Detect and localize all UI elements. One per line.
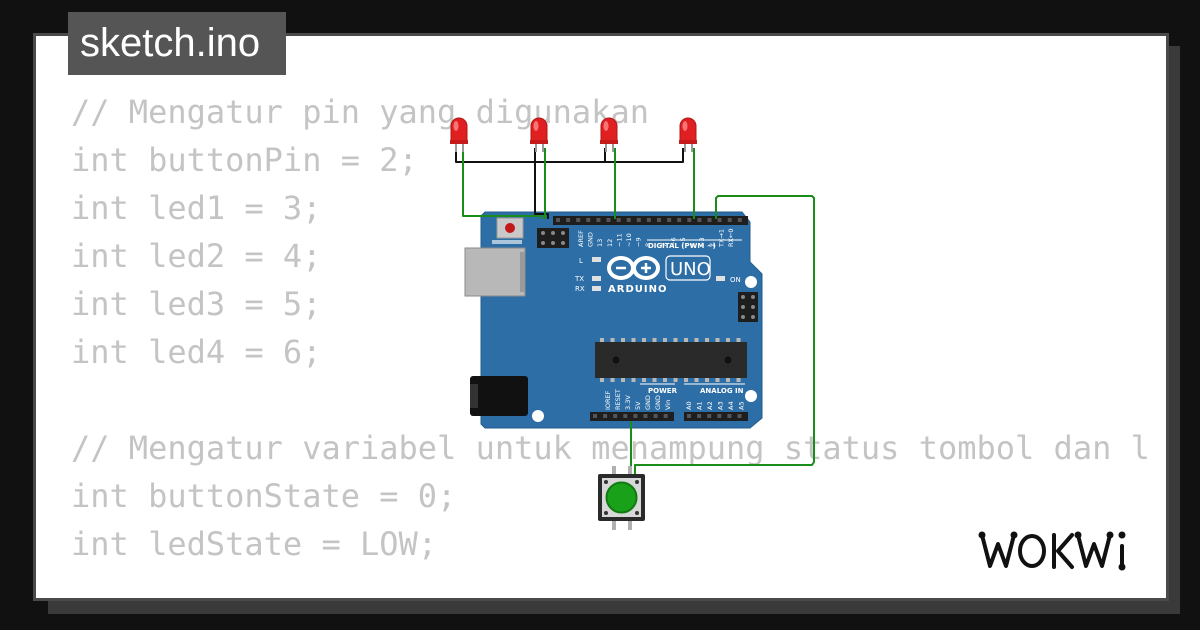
power-pin-label: GND [644,395,652,410]
code-preview: // Mengatur pin yang digunakan int button… [71,88,1150,568]
file-tab[interactable]: sketch.ino [68,12,286,75]
on-led [716,276,725,281]
file-tab-label: sketch.ino [80,21,261,65]
power-pin-label: 5V [634,401,642,410]
icsp-header [537,228,569,248]
digital-pin-label: ~5 [679,237,687,247]
digital-pin-label: 7 [660,243,668,247]
uno-label: UNO [670,259,711,280]
wokwi-logo [978,526,1150,580]
digital-pin-label: 13 [596,239,604,247]
digital-pin-label: RX←0 [727,228,735,247]
digital-pin-label: ~3 [698,237,706,247]
code-line: int led2 = 4; [71,237,322,275]
arduino-label: ARDUINO [608,284,667,295]
power-pin-label: RESET [614,389,622,410]
rx-led [592,286,601,291]
code-line: // Mengatur variabel untuk menampung sta… [71,429,1150,467]
digital-pin-label: GND [587,232,595,247]
analog-pin-label: A3 [717,401,725,410]
digital-pin-label: 12 [606,239,614,247]
power-label: POWER [648,387,678,395]
digital-label: DIGITAL (PWM ~) [648,242,716,250]
digital-pin-label: 2 [708,243,716,247]
digital-pin-label: ~10 [625,233,633,247]
code-line: // Mengatur pin yang digunakan [71,93,649,131]
l-led-label: L [579,257,583,265]
power-pin-label: IOREF [604,390,612,410]
digital-pin-label: 8 [644,243,652,247]
on-label: ON [730,276,741,284]
digital-pin-label: TX→1 [717,229,725,248]
digital-pin-label: ~9 [635,237,643,247]
code-line: int ledState = LOW; [71,525,438,563]
analog-pin-label: A0 [685,401,693,410]
analog-pin-header[interactable] [684,412,748,421]
red-led[interactable] [679,117,697,152]
l-led [592,257,601,262]
tx-led-label: TX [574,275,584,283]
red-led[interactable] [530,117,548,152]
analog-pin-label: A4 [727,401,735,410]
digital-pin-label: ~11 [615,233,623,247]
digital-pin-label: 4 [689,243,697,247]
analog-pin-label: A5 [738,401,746,410]
mounting-hole [745,276,757,288]
code-line: int led4 = 6; [71,333,322,371]
mounting-hole [745,390,757,402]
analog-pin-label: A2 [706,401,714,410]
tx-led [592,276,601,281]
digital-pin-label: AREF [577,230,585,247]
red-led[interactable] [450,117,468,152]
power-pin-label: GND [654,395,662,410]
atmega-chip [595,338,747,382]
power-pin-label: 3.3V [624,395,632,410]
usb-port [464,247,526,297]
icsp-header-right [738,292,758,322]
pushbutton[interactable] [598,466,645,530]
ground-wire[interactable] [455,148,684,219]
analog-label: ANALOG IN [700,387,744,395]
led-wires[interactable] [462,148,695,219]
code-line: int buttonPin = 2; [71,141,418,179]
code-line: int led1 = 3; [71,189,322,227]
power-pin-header[interactable] [590,412,674,421]
wokwi-logo-mark [978,531,1126,571]
rx-led-label: RX [575,285,585,293]
red-led[interactable] [600,117,618,152]
code-line: int led3 = 5; [71,285,322,323]
analog-pin-label: A1 [696,401,704,410]
code-line: int buttonState = 0; [71,477,457,515]
power-pin-label: Vin [664,400,672,410]
digital-pin-label: ~6 [669,237,677,247]
power-jack [470,376,528,416]
arduino-logo [607,256,660,280]
pushbutton-cap[interactable] [605,481,638,514]
reset-button-knob [505,223,515,233]
mounting-hole [532,410,544,422]
